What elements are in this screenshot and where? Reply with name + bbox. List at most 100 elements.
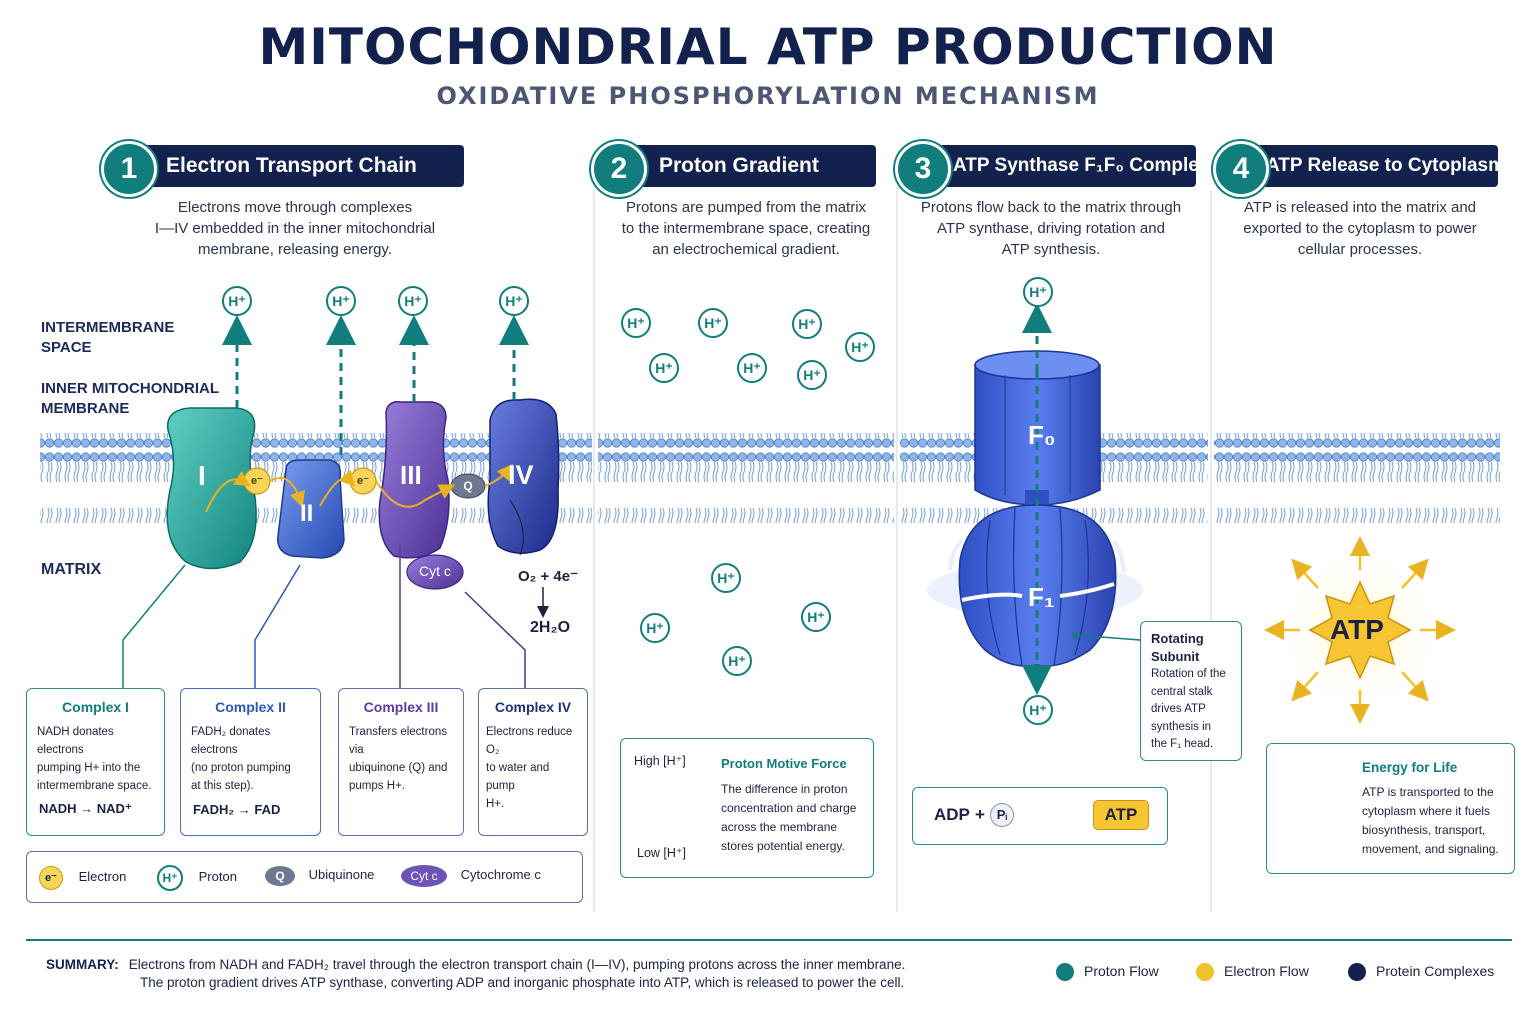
complex-4-card-title: Complex IV [494, 699, 572, 715]
rotating-line: central stalk [1151, 685, 1213, 698]
card-line: (no proton pumping [191, 762, 291, 774]
complex-1-shape [166, 407, 257, 570]
complex-1-label: I [198, 460, 206, 491]
complex-4-card: Complex IV Electrons reduce O₂ to water … [478, 688, 588, 836]
cytochrome-c-label: Cyt c [419, 563, 451, 579]
section-4-desc-line: exported to the cytoplasm to power [1243, 220, 1477, 237]
energy-title: Energy for Life [1362, 760, 1458, 775]
complex-3-card-body: Transfers electrons via ubiquinone (Q) a… [339, 723, 463, 795]
complex-1-card-body: NADH donates electrons pumping H+ into t… [27, 723, 164, 795]
complex-2-label: II [300, 500, 314, 527]
legend-ubiquinone-label: Ubiquinone [308, 867, 375, 883]
pmf-line: The difference in proton [721, 782, 848, 796]
legend-electron: e⁻ Electron [39, 866, 126, 890]
electron-flow-dot [1196, 963, 1214, 982]
legend-proton: H⁺ Proton [157, 865, 237, 891]
legend-protein-complexes: Protein Complexes [1348, 963, 1495, 982]
proton-badge: H⁺ [737, 353, 767, 383]
reaction-card: ADP + Pᵢ ATP [912, 787, 1168, 845]
electron-2-label: e⁻ [357, 475, 369, 487]
rotating-title: Rotating Subunit [1151, 630, 1204, 666]
rotating-line: Rotation of the [1151, 668, 1226, 680]
card-line: pumping H+ into the [37, 762, 141, 774]
rotating-line: drives ATP [1151, 703, 1206, 715]
section-4-title: ATP Release to Cytoplasm [1266, 155, 1505, 176]
complex-3-card: Complex III Transfers electrons via ubiq… [338, 688, 464, 836]
electron-1-label: e⁻ [251, 475, 263, 487]
summary-label: SUMMARY: [46, 957, 119, 972]
rotating-subunit-card: Rotating Subunit Rotation of the central… [1140, 621, 1242, 761]
section-2-desc-line: to the intermembrane space, creating [621, 220, 871, 237]
section-1-desc: Electrons move through complexes I—IV em… [110, 197, 480, 260]
pmf-title: Proton Motive Force [721, 756, 847, 771]
card-line: Transfers electrons via [349, 726, 447, 756]
complex-1-card-title: Complex I [62, 699, 129, 715]
electron-icon: e⁻ [39, 866, 63, 890]
pmf-card: High [H⁺] Low [H⁺] Proton Motive Force T… [620, 738, 874, 878]
plus-sign: + [975, 805, 985, 824]
f0-label: F₀ [1028, 420, 1056, 450]
protein-complexes-label: Protein Complexes [1376, 963, 1495, 979]
section-2-title: Proton Gradient [659, 154, 819, 177]
legend-cytochrome-label: Cytochrome c [460, 867, 541, 883]
page-subtitle: OXIDATIVE PHOSPHORYLATION MECHANISM [436, 82, 1100, 110]
complex-2-card: Complex II FADH₂ donates electrons (no p… [180, 688, 321, 836]
intermembrane-label-line: SPACE [41, 339, 92, 356]
energy-line: movement, and signaling. [1362, 842, 1499, 856]
matrix-label: MATRIX [41, 561, 102, 578]
proton-badge: H⁺ [792, 309, 822, 339]
atp-burst-label: ATP [1330, 614, 1384, 645]
card-line: ubiquinone (Q) and [349, 762, 448, 774]
intermembrane-label: INTERMEMBRANE SPACE [41, 318, 174, 358]
section-1-number: 1 [101, 141, 157, 197]
proton-flow-label: Proton Flow [1084, 963, 1159, 979]
ubiquinone-label: Q [463, 479, 473, 493]
inner-membrane-label-line: MEMBRANE [41, 400, 130, 417]
proton-badge: H⁺ [649, 353, 679, 383]
protein-complexes-dot [1348, 963, 1366, 982]
section-3-desc-line: ATP synthesis. [1001, 241, 1101, 258]
proton-badge: H⁺ [398, 286, 428, 316]
proton-badge: H⁺ [222, 286, 252, 316]
card-line: intermembrane space. [37, 780, 152, 792]
complex-3-label: III [400, 460, 422, 490]
card-line: Electrons reduce O₂ [486, 726, 573, 756]
complex-1-equation: NADH → NAD⁺ [39, 801, 132, 816]
legend-proton-flow: Proton Flow [1056, 963, 1159, 982]
legend-electron-flow: Electron Flow [1196, 963, 1309, 982]
inner-membrane-label: INNER MITOCHONDRIAL MEMBRANE [41, 379, 219, 419]
proton-icon: H⁺ [157, 865, 183, 891]
section-2-desc: Protons are pumped from the matrix to th… [596, 197, 896, 260]
pmf-body: The difference in proton concentration a… [721, 780, 856, 856]
proton-badge: H⁺ [499, 286, 529, 316]
summary-line-2: The proton gradient drives ATP synthase,… [140, 975, 905, 990]
section-1-desc-line: membrane, releasing energy. [198, 241, 392, 258]
oxygen-reaction-label: O₂ + 4e⁻ [518, 568, 579, 585]
legend-electron-label: Electron [78, 869, 127, 885]
section-4-header: 4 ATP Release to Cytoplasm [1213, 141, 1505, 197]
electron-flow-label: Electron Flow [1224, 963, 1309, 979]
proton-badge: H⁺ [621, 308, 651, 338]
energy-line: biosynthesis, transport, [1362, 823, 1486, 837]
section-4-desc-line: ATP is released into the matrix and [1243, 199, 1477, 216]
pmf-line: stores potential energy. [721, 839, 845, 853]
section-3-desc: Protons flow back to the matrix through … [900, 197, 1202, 260]
rotating-body: Rotation of the central stalk drives ATP… [1151, 666, 1226, 754]
section-4-desc: ATP is released into the matrix and expo… [1212, 197, 1508, 260]
summary: SUMMARY:Electrons from NADH and FADH₂ tr… [46, 956, 905, 992]
rotating-title-line: Rotating [1151, 631, 1204, 646]
cytochrome-icon: Cyt c [401, 865, 447, 887]
section-2-header: 2 Proton Gradient [591, 141, 876, 197]
inner-membrane-label-line: INNER MITOCHONDRIAL [41, 380, 220, 397]
section-1-desc-line: I—IV embedded in the inner mitochondrial [154, 220, 436, 237]
rotating-line: synthesis in [1151, 720, 1212, 733]
complex-3-card-title: Complex III [363, 699, 439, 715]
ubiquinone-icon: Q [265, 866, 295, 886]
rotating-title-line: Subunit [1151, 649, 1200, 664]
complex-2-card-body: FADH₂ donates electrons (no proton pumpi… [181, 723, 320, 795]
atp-synthase-shape [927, 350, 1143, 667]
legend-ubiquinone: Q Ubiquinone [265, 866, 374, 886]
legend-proton-label: Proton [198, 869, 237, 885]
